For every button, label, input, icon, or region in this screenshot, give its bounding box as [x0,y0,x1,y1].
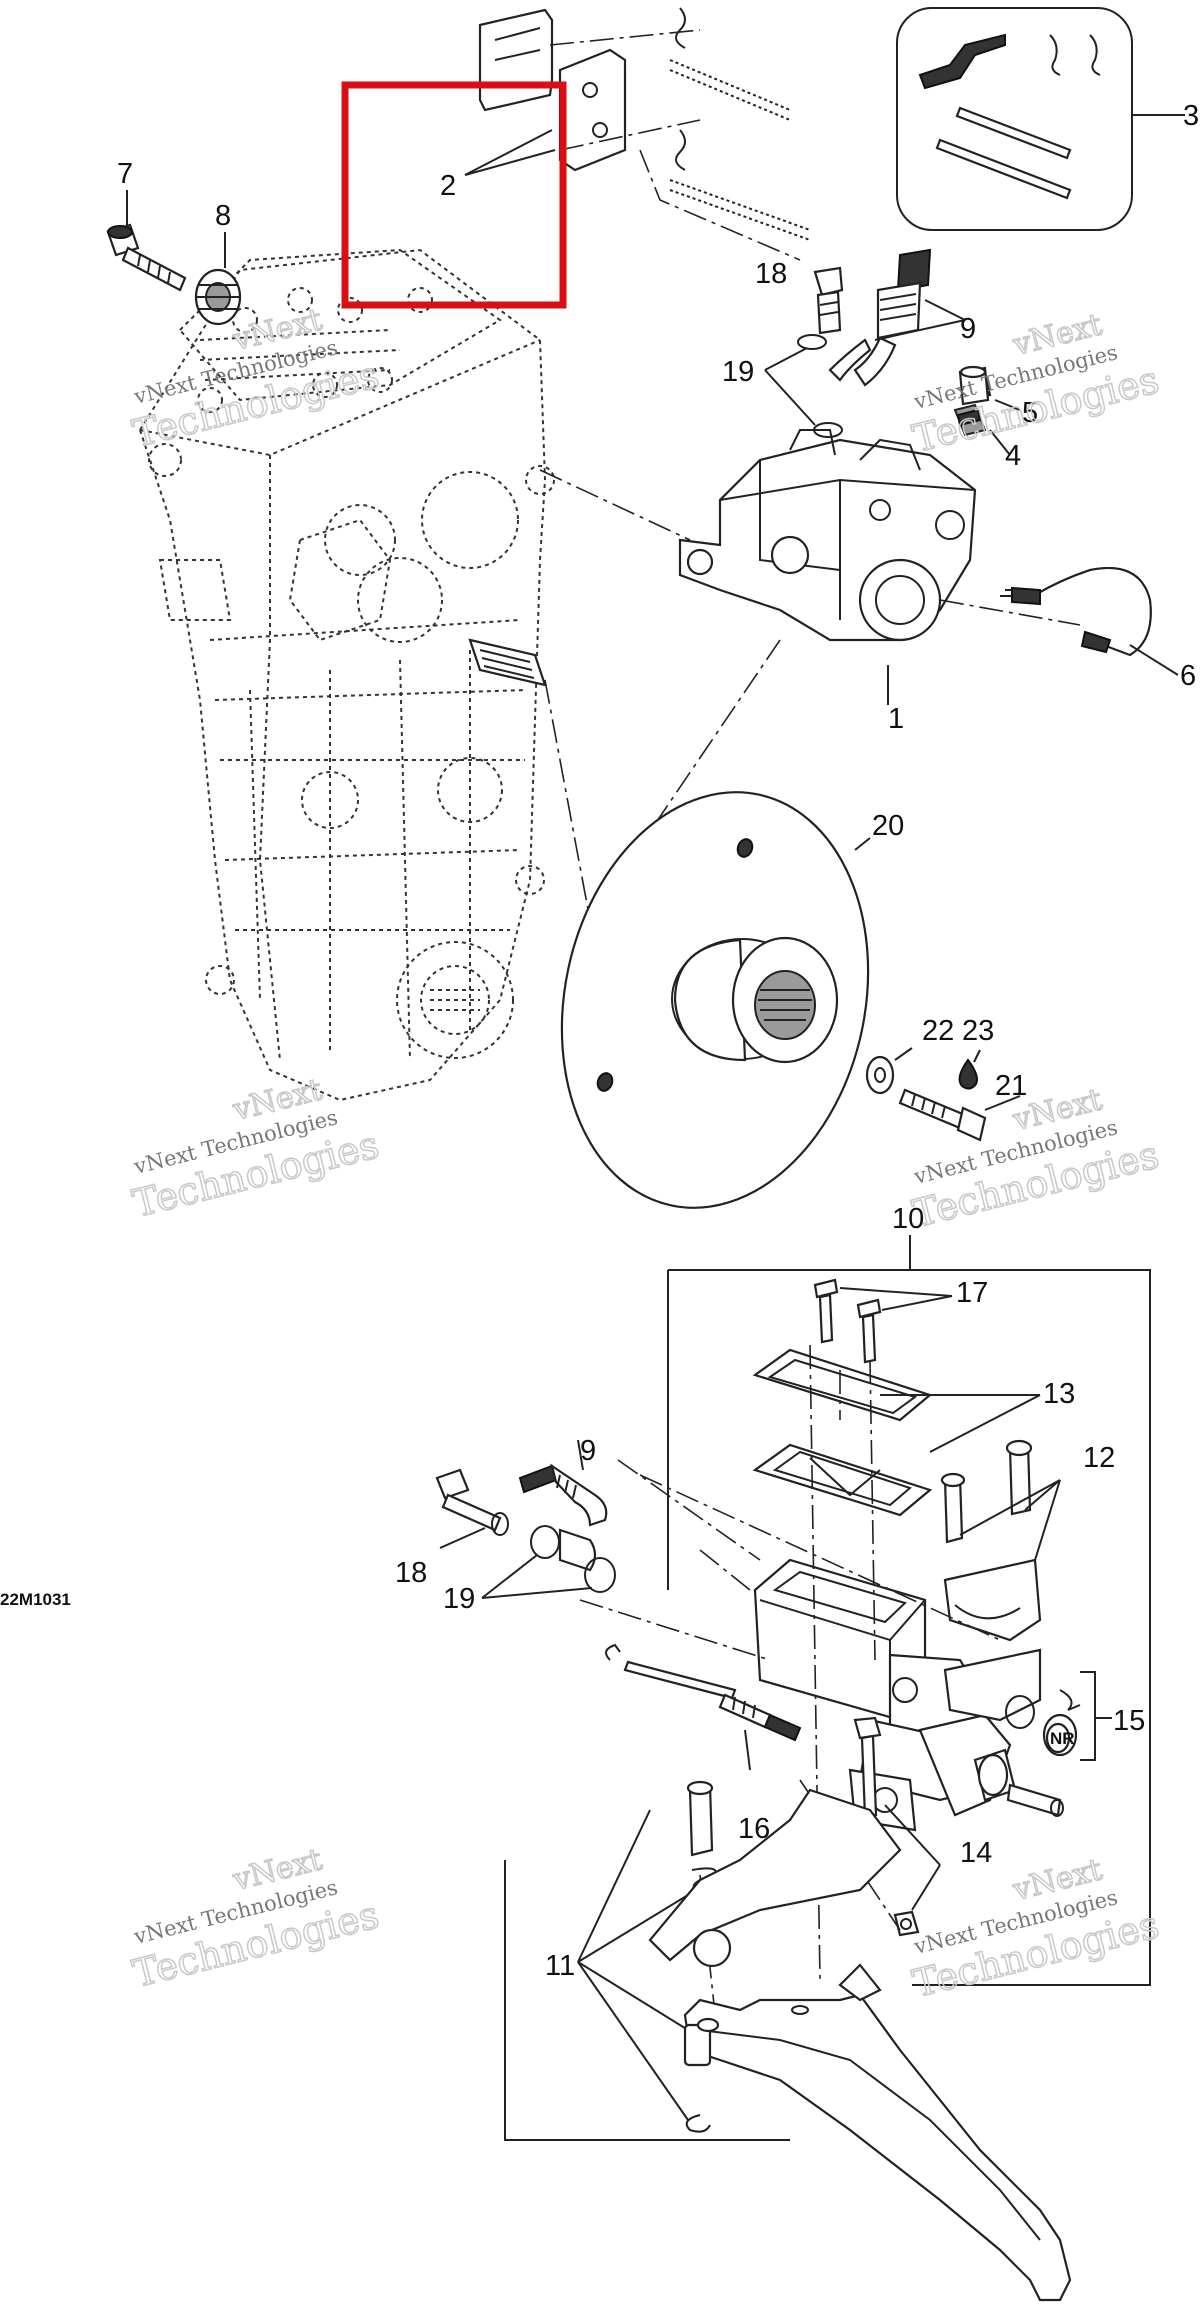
callout-5: 5 [1022,397,1038,429]
bleeder-cap [958,365,1021,411]
callout-20: 20 [872,810,904,842]
callout-7: 7 [117,158,133,190]
callout-18: 18 [395,1557,427,1589]
lever-pivot-pin [686,1780,714,1857]
mount-bolt [106,190,187,292]
master-cylinder-frame [504,1235,1151,2141]
callout-11: 11 [545,1950,575,1982]
callout-21: 21 [995,1070,1027,1102]
callout-1: 1 [888,703,904,735]
callout-14: 14 [960,1837,992,1869]
mount-washer [194,232,242,326]
callout-19: 19 [443,1583,475,1615]
threadlocker-drop-icon [958,1049,981,1090]
callout-15: 15 [1113,1705,1145,1737]
callout-9: 9 [580,1435,596,1467]
brake-caliper [678,429,977,705]
callout-17: 17 [956,1277,988,1309]
callout-4: 4 [1005,440,1021,472]
brake-line [1000,567,1179,676]
callout-23: 23 [962,1015,994,1047]
callout-numbers: 1234567899101112131415161718181919202122… [0,100,1199,1982]
pad-pins [639,7,811,261]
callout-6: 6 [1180,660,1196,692]
callout-10: 10 [892,1203,924,1235]
callout-12: 12 [1083,1442,1115,1474]
callout-13: 13 [1043,1378,1075,1410]
callout-2: 2 [440,170,456,202]
brake-lever [648,1788,1072,2302]
alignment-lines-upper [539,469,1081,921]
callout-16: 16 [738,1813,770,1845]
cover-screws [813,1278,953,1364]
callout-18: 18 [755,258,787,290]
brake-disc [560,791,871,1209]
lever-clip [685,2114,711,2133]
upper-hose-assembly [764,248,966,438]
callout-19: 19 [722,356,754,388]
reservoir-cover [752,1348,1041,1517]
piston-boot [973,1748,1064,1817]
callout-11-lines [577,1809,689,2121]
seal-kit: NR [1005,1671,1112,1761]
push-rod [605,1643,802,1771]
disc-bolt [898,1088,1021,1142]
callout-8: 8 [215,200,231,232]
drawing-code: 22M1031 [0,1590,71,1609]
brake-pads [464,8,701,176]
callout-9: 9 [960,313,976,345]
selection-highlight[interactable] [341,81,567,309]
kit-label: NR [1050,1729,1075,1748]
callout-3: 3 [1183,100,1199,132]
lower-hose-assembly [435,1439,616,1599]
disc-washer [865,1047,913,1095]
gearbox-housing [138,248,555,1102]
callout-22: 22 [922,1015,954,1047]
handlebar-clamp [940,1439,1061,1722]
pin-kit-box [896,7,1185,231]
